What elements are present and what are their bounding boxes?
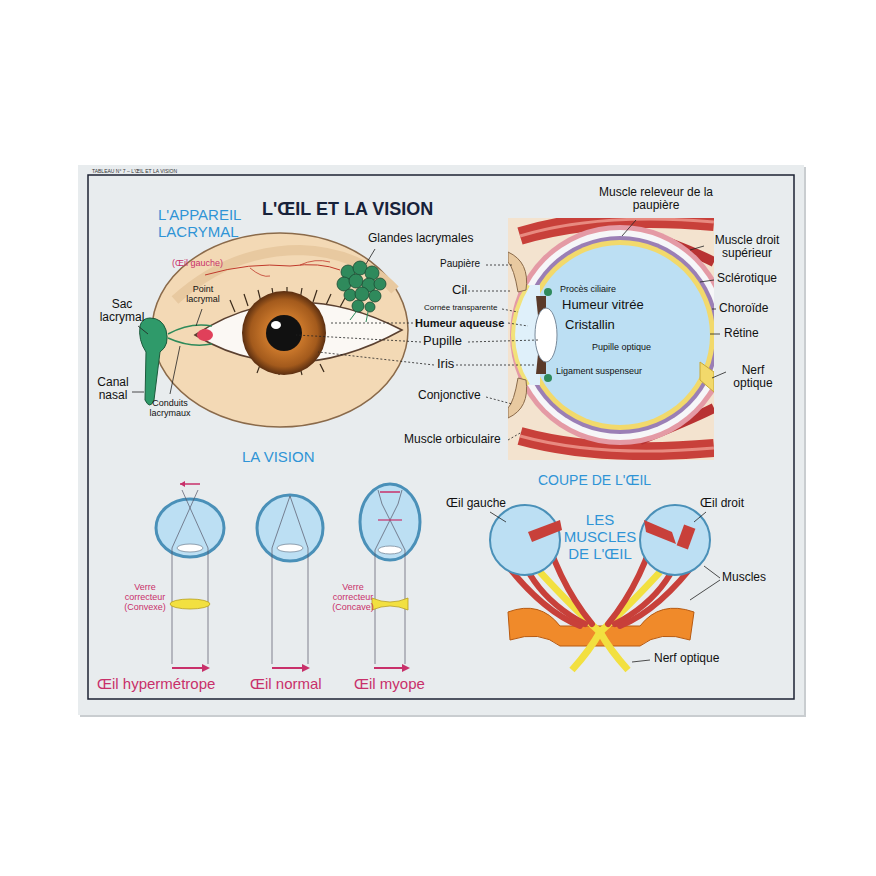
- part-label: L'APPAREIL LACRYMAL: [158, 207, 263, 241]
- part-label: Sclérotique: [717, 272, 777, 285]
- part-label: Point lacrymal: [180, 284, 226, 304]
- part-label: Humeur vitrée: [562, 298, 644, 313]
- part-label: Cristallin: [565, 318, 615, 333]
- part-label: Choroïde: [719, 302, 768, 315]
- part-label: Cornée transparente: [424, 304, 497, 313]
- part-label: Humeur aqueuse: [415, 317, 504, 329]
- leader-lines: [132, 249, 375, 394]
- part-label: Conduits lacrymaux: [138, 398, 202, 418]
- dotted-leaders: [296, 265, 538, 440]
- part-label: (Œil gauche): [172, 258, 223, 268]
- part-label: Muscles: [722, 571, 766, 584]
- poster-board: [78, 165, 804, 715]
- part-label: LA VISION: [242, 449, 315, 466]
- part-label: Œil normal: [250, 676, 322, 693]
- part-label: TABLEAU N° 7 – L'ŒIL ET LA VISION: [92, 169, 177, 175]
- part-label: Canal nasal: [92, 376, 134, 403]
- part-label: Conjonctive: [418, 389, 481, 402]
- part-label: Sac lacrymal: [96, 298, 148, 325]
- part-label: Verre correcteur (Concave): [322, 582, 384, 612]
- part-label: Œil gauche: [446, 497, 506, 510]
- part-label: Cil: [452, 283, 467, 298]
- part-label: Œil myope: [354, 676, 425, 693]
- part-label: Procès ciliaire: [560, 284, 616, 294]
- part-label: Pupille optique: [592, 342, 651, 352]
- poster-title: L'ŒIL ET LA VISION: [262, 199, 433, 220]
- vision-illustration: [156, 481, 420, 672]
- part-label: Œil droit: [700, 497, 744, 510]
- part-label: Rétine: [724, 327, 759, 340]
- part-label: Verre correcteur (Convexe): [114, 582, 176, 612]
- part-label: Muscle orbiculaire: [404, 433, 501, 446]
- part-label: LES MUSCLES DE L'ŒIL: [560, 512, 640, 562]
- part-label: Œil hypermétrope: [97, 676, 215, 693]
- part-label: Ligament suspenseur: [556, 366, 642, 376]
- poster-frame: [88, 175, 794, 699]
- part-label: Nerf optique: [728, 364, 778, 391]
- part-label: Muscle releveur de la paupière: [586, 186, 726, 213]
- part-label: Iris: [437, 357, 454, 372]
- part-label: Paupière: [440, 258, 480, 269]
- part-label: Nerf optique: [654, 652, 719, 665]
- part-label: COUPE DE L'ŒIL: [538, 473, 651, 489]
- part-label: Muscle droit supérieur: [704, 234, 790, 261]
- part-label: Glandes lacrymales: [368, 232, 473, 245]
- eye-muscles-illustration: [490, 505, 720, 670]
- part-label: Pupille: [423, 334, 462, 349]
- lacrimal-illustration: [140, 233, 408, 427]
- eye-section-illustration: [508, 218, 714, 460]
